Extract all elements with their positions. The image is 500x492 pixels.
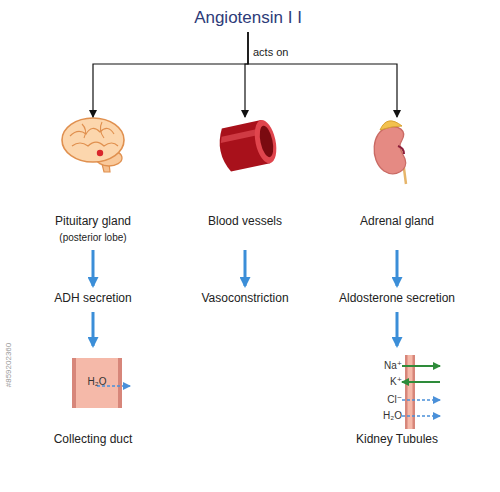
branch-arrow bbox=[248, 32, 397, 117]
flow-arrow bbox=[244, 250, 247, 286]
node-text: H₂O bbox=[88, 376, 107, 388]
node-text: Cl⁻ bbox=[387, 394, 402, 406]
flow-arrow bbox=[92, 250, 95, 286]
target-organ: Blood vessels bbox=[175, 118, 315, 248]
branch-arrow bbox=[93, 32, 248, 117]
flow-arrow bbox=[92, 312, 95, 346]
node-text: Adrenal gland bbox=[360, 215, 434, 229]
target-organ: Pituitary gland (posterior lobe) bbox=[23, 118, 163, 248]
title-node: Angiotensin I I bbox=[168, 4, 328, 32]
node-text: (posterior lobe) bbox=[59, 232, 126, 244]
node-text: Blood vessels bbox=[208, 215, 282, 229]
node-text: Angiotensin I I bbox=[194, 8, 302, 28]
node-text: Collecting duct bbox=[54, 433, 133, 447]
flow-arrow bbox=[396, 312, 399, 346]
effect-box: Aldosterone secretion bbox=[327, 288, 467, 310]
target-organ: Adrenal gland bbox=[327, 118, 467, 248]
kidney-icon bbox=[374, 121, 406, 184]
node-text: H₂O bbox=[383, 410, 402, 422]
node-text: K⁺ bbox=[390, 376, 402, 388]
node-text: Vasoconstriction bbox=[201, 292, 288, 306]
node-text: Aldosterone secretion bbox=[339, 292, 455, 306]
result-box: Na⁺ K⁺ Cl⁻ H₂O Kidney Tubules bbox=[327, 348, 467, 450]
effect-box: Vasoconstriction bbox=[175, 288, 315, 310]
collecting-duct-icon bbox=[72, 358, 130, 408]
blood-vessel-icon bbox=[216, 118, 280, 173]
tubule-icon bbox=[402, 355, 440, 429]
node-text: Kidney Tubules bbox=[356, 433, 438, 447]
result-box: H₂O Collecting duct bbox=[23, 348, 163, 450]
node-text: ADH secretion bbox=[54, 292, 131, 306]
edge-label: acts on bbox=[253, 46, 288, 58]
node-text: Pituitary gland bbox=[55, 215, 131, 229]
watermark-id: #859202360 bbox=[5, 343, 14, 388]
brain-icon bbox=[62, 118, 124, 172]
flow-arrow bbox=[396, 250, 399, 286]
node-text: Na⁺ bbox=[384, 360, 402, 372]
effect-box: ADH secretion bbox=[23, 288, 163, 310]
